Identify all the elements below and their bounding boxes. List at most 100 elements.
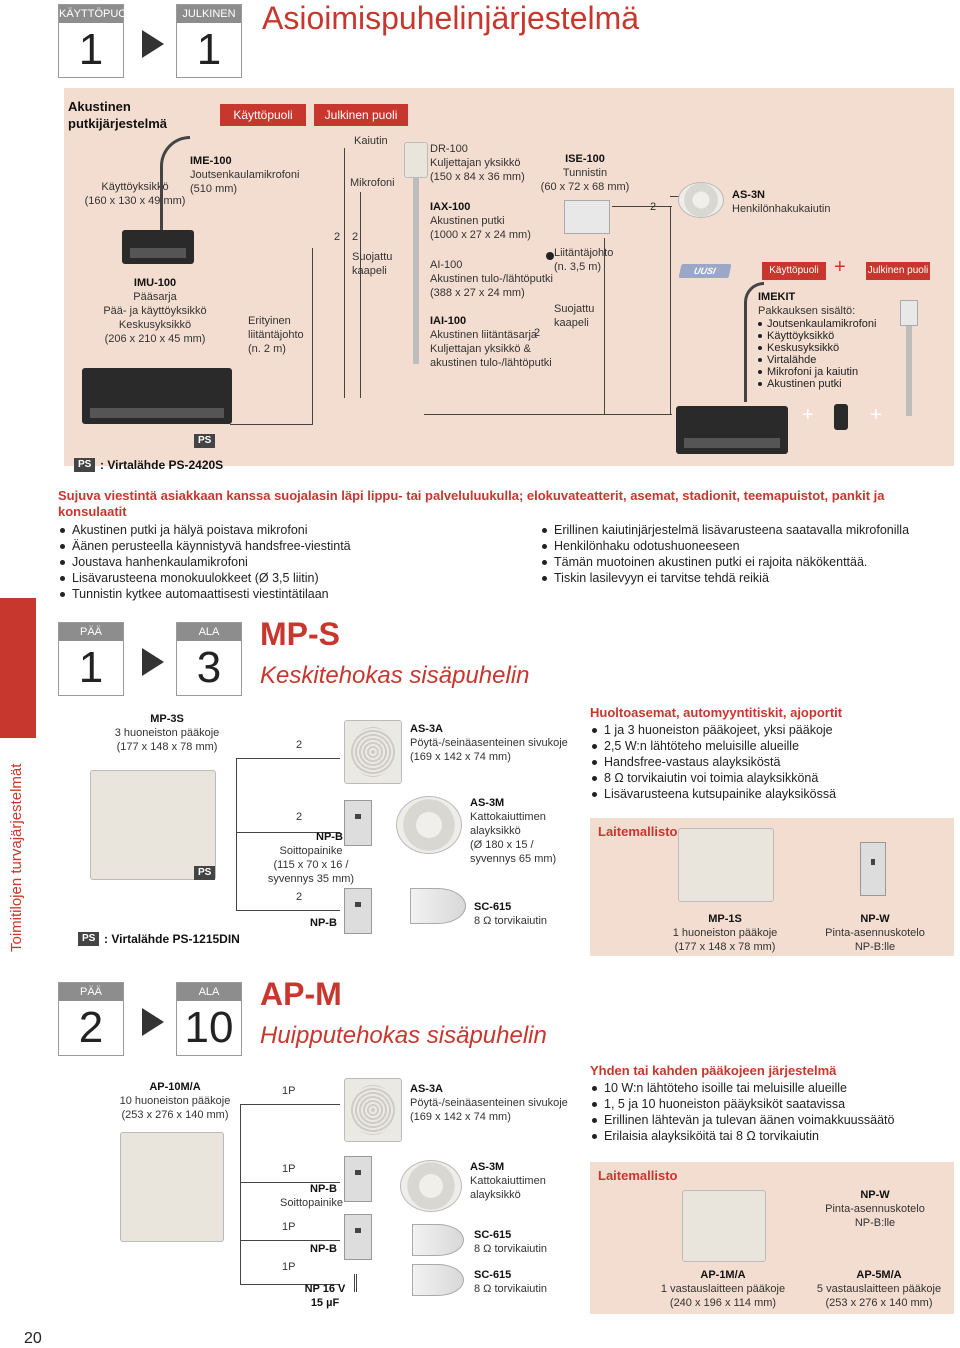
imekit-item: Keskusyksikkö bbox=[758, 342, 908, 354]
cable-line bbox=[240, 1182, 340, 1183]
speaker-head-icon bbox=[900, 300, 918, 326]
system-title: Akustinen putkijärjestelmä bbox=[68, 99, 167, 131]
usage-bullet: Tämän muotoinen akustinen putki ei rajoi… bbox=[540, 554, 940, 570]
ps-legend-text: : Virtalähde PS-1215DIN bbox=[104, 932, 240, 946]
dr-unit-icon bbox=[404, 142, 428, 178]
mp1s-device-icon bbox=[678, 828, 774, 902]
call-button-plate-icon bbox=[344, 800, 372, 846]
horn-speaker-icon bbox=[412, 1224, 464, 1256]
call-button-plate-icon bbox=[344, 1156, 372, 1202]
arrow-right-icon bbox=[142, 1008, 164, 1036]
mikrofoni-label: Mikrofoni bbox=[350, 177, 395, 189]
apm-badge-paa: PÄÄ 2 bbox=[58, 982, 124, 1056]
pair-count: 1P bbox=[282, 1221, 296, 1233]
pair-count: 1P bbox=[282, 1163, 296, 1175]
cable-line bbox=[230, 424, 312, 425]
paging-speaker-icon bbox=[678, 182, 724, 218]
arrow-right-icon bbox=[142, 30, 164, 58]
badge-number: 10 bbox=[184, 1003, 234, 1052]
cable-count: 2 bbox=[296, 739, 303, 751]
feature-bullet: Handsfree-vastaus alayksiköstä bbox=[590, 754, 930, 770]
imekit-item: Joutsenkaulamikrofoni bbox=[758, 318, 908, 330]
imekit-item: Käyttöyksikkö bbox=[758, 330, 908, 342]
cable-line bbox=[670, 206, 671, 414]
ps-tag: PS bbox=[194, 434, 216, 448]
gooseneck-mic-icon bbox=[744, 282, 764, 402]
as3a-speaker-icon bbox=[344, 720, 402, 784]
usage-bullet: Akustinen putki ja hälyä poistava mikrof… bbox=[58, 522, 528, 538]
badge-number: 1 bbox=[196, 25, 222, 74]
feature-bullet: 10 W:n lähtöteho isoille tai meluisille … bbox=[590, 1080, 950, 1096]
ap1m-device-icon bbox=[682, 1190, 766, 1262]
power-adapter-icon bbox=[834, 404, 848, 430]
kaiutin-label: Kaiutin bbox=[354, 135, 388, 147]
usage-bullet: Tunnistin kytkee automaattisesti viestin… bbox=[58, 586, 528, 602]
npb2-label: NP-B bbox=[310, 1243, 337, 1255]
acoustic-tube-icon bbox=[906, 308, 912, 416]
gooseneck-mic-icon bbox=[160, 136, 190, 236]
feature-bullet: 1 ja 3 huoneiston pääkojeet, yksi pääkoj… bbox=[590, 722, 930, 738]
badge-label: PÄÄ bbox=[59, 983, 123, 1001]
new-badge: UUSI bbox=[678, 264, 732, 278]
page-number: 20 bbox=[24, 1330, 42, 1347]
call-button-plate-icon bbox=[344, 1214, 372, 1260]
feature-bullet: Lisävarusteena kutsupainike alayksikössä bbox=[590, 786, 930, 802]
imekit-item: Virtalähde bbox=[758, 354, 908, 366]
badge-number: 2 bbox=[78, 1003, 104, 1052]
liitantajohto-label: Liitäntäjohto(n. 3,5 m) bbox=[554, 247, 614, 273]
usage-right-list: Erillinen kaiutinjärjestelmä lisävaruste… bbox=[540, 522, 940, 586]
badge-number: 1 bbox=[78, 643, 104, 692]
cable-count: 2 bbox=[534, 327, 541, 339]
cable-line bbox=[424, 414, 672, 415]
mps-feature-title: Huoltoasemat, automyyntitiskit, ajoporti… bbox=[590, 705, 843, 720]
cable-line bbox=[236, 832, 340, 833]
pair-count: 1P bbox=[282, 1085, 296, 1097]
kayttoyksikko-device-icon bbox=[122, 230, 194, 264]
mps-subtitle: Keskitehokas sisäpuhelin bbox=[260, 662, 530, 689]
laitemallisto-title: Laitemallisto bbox=[598, 1168, 678, 1183]
plus-sign: + bbox=[834, 256, 846, 278]
plus-sign: + bbox=[802, 404, 814, 426]
header-badge-kayttopuoli: KÄYTTÖPUOLI 1 bbox=[58, 4, 136, 78]
mps-badge-ala: ALA 3 bbox=[176, 622, 242, 696]
plus-sign: + bbox=[870, 404, 882, 426]
jack-plug-icon bbox=[546, 252, 554, 260]
usage-bullet: Joustava hanhenkaulamikrofoni bbox=[58, 554, 528, 570]
imekit-block: IMEKIT Pakkauksen sisältö: Joutsenkaulam… bbox=[758, 290, 908, 390]
julkinen-small-header: Julkinen puoli bbox=[866, 262, 930, 280]
badge-label: PÄÄ bbox=[59, 623, 123, 641]
apm-badge-ala: ALA 10 bbox=[176, 982, 242, 1056]
npw-housing-icon bbox=[860, 842, 886, 896]
imekit-item: Akustinen putki bbox=[758, 378, 908, 390]
ps-legend-tag: PS bbox=[74, 458, 96, 472]
cable-line bbox=[240, 1104, 340, 1105]
pair-count: 1P bbox=[282, 1261, 296, 1273]
imekit-unit-icon bbox=[676, 406, 788, 454]
arrow-right-icon bbox=[142, 648, 164, 676]
imekit-item: Mikrofoni ja kaiutin bbox=[758, 366, 908, 378]
ps-legend-text: : Virtalähde PS-2420S bbox=[100, 458, 224, 472]
as3a-speaker-icon bbox=[344, 1078, 402, 1142]
apm-feature-list: 10 W:n lähtöteho isoille tai meluisille … bbox=[590, 1080, 950, 1144]
apm-subtitle: Huipputehokas sisäpuhelin bbox=[260, 1022, 547, 1049]
cable-line bbox=[240, 1104, 241, 1284]
